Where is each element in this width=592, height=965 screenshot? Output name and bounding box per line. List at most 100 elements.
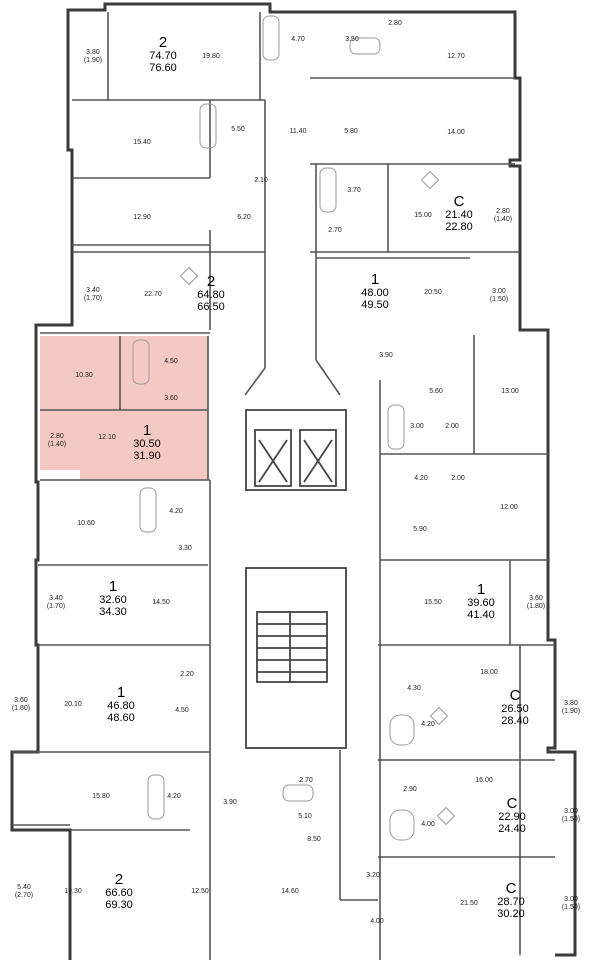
room-count: 2 <box>114 871 124 888</box>
balcony-total: 3.80 <box>86 48 100 56</box>
room-area: 3.00 <box>410 422 424 430</box>
room-area: 14.60 <box>281 887 299 895</box>
total-area: 39.60 <box>467 597 495 609</box>
room-area: 3.20 <box>366 871 380 879</box>
total-area: 64.80 <box>197 289 225 301</box>
room-area: 3.90 <box>379 351 393 359</box>
total-area: 30.50 <box>133 438 161 450</box>
room-area: 5.80 <box>344 127 358 135</box>
room-count: C <box>453 193 465 210</box>
room-area: 3.60 <box>164 394 178 402</box>
room-area: 4.50 <box>164 357 178 365</box>
total-area-with-balcony: 69.30 <box>105 899 133 911</box>
total-area-with-balcony: 48.60 <box>107 712 135 724</box>
room-area: 20.10 <box>64 700 82 708</box>
balcony-total: 3.40 <box>86 286 100 294</box>
balcony-reduced: (1.90) <box>561 708 581 715</box>
room-area: 2.10 <box>254 176 268 184</box>
inner-walls <box>12 12 555 960</box>
balcony-total: 3.40 <box>49 594 63 602</box>
room-area: 2.00 <box>451 474 465 482</box>
apartment-unit: C 22.90 24.40 <box>498 795 526 835</box>
room-area: 13.00 <box>501 387 519 395</box>
apartment-unit: C 28.70 30.20 <box>497 880 525 920</box>
highlighted-apartment-fill <box>40 336 208 480</box>
room-area: 12.10 <box>98 433 116 441</box>
balcony-total: 3.00 <box>492 287 506 295</box>
room-count: 1 <box>476 581 486 598</box>
balcony-reduced: (1.50) <box>489 296 509 303</box>
room-area: 20.50 <box>424 288 442 296</box>
room-area: 11.40 <box>289 127 307 135</box>
total-area-with-balcony: 31.90 <box>133 450 161 462</box>
room-area: 12.70 <box>447 52 465 60</box>
room-area: 4.20 <box>414 474 428 482</box>
balcony-area: 3.60 (1.80) <box>12 697 30 713</box>
room-area: 14.00 <box>447 128 465 136</box>
balcony-area: 3.60 (1.80) <box>527 595 545 611</box>
room-area: 16.00 <box>475 776 493 784</box>
apartment-unit: 1 46.80 48.60 <box>107 684 135 724</box>
balcony-total: 3.60 <box>14 696 28 704</box>
balcony-area: 3.00 (1.50) <box>562 808 580 824</box>
room-area: 8.50 <box>307 835 321 843</box>
balcony-total: 3.00 <box>564 807 578 815</box>
apartment-unit: 2 64.80 66.50 <box>197 273 225 313</box>
total-area: 21.40 <box>445 209 473 221</box>
total-area-with-balcony: 24.40 <box>498 823 526 835</box>
total-area: 32.60 <box>99 594 127 606</box>
apartment-unit: 1 39.60 41.40 <box>467 581 495 621</box>
room-count: 1 <box>370 271 380 288</box>
total-area: 26.50 <box>501 703 529 715</box>
room-area: 12.90 <box>133 213 151 221</box>
total-area-with-balcony: 28.40 <box>501 715 529 727</box>
room-area: 6.20 <box>237 213 251 221</box>
balcony-total: 2.80 <box>50 432 64 440</box>
balcony-area: 3.80 (1.90) <box>84 49 102 65</box>
room-area: 2.70 <box>328 226 342 234</box>
room-count: C <box>506 795 518 812</box>
balcony-area: 2.80 (1.40) <box>494 208 512 224</box>
apartment-unit: 2 66.60 69.30 <box>105 871 133 911</box>
balcony-area: 5.40 (2.70) <box>15 884 33 900</box>
total-area-with-balcony: 49.50 <box>361 299 389 311</box>
room-area: 4.20 <box>167 792 181 800</box>
balcony-area: 3.80 (1.90) <box>562 700 580 716</box>
balcony-reduced: (1.80) <box>11 705 31 712</box>
room-count: C <box>505 880 517 897</box>
total-area-with-balcony: 30.20 <box>497 908 525 920</box>
bathroom-fixtures <box>132 15 456 841</box>
room-area: 5.60 <box>429 387 443 395</box>
room-area: 4.00 <box>370 917 384 925</box>
room-area: 3.90 <box>223 798 237 806</box>
total-area: 66.60 <box>105 887 133 899</box>
room-area: 5.90 <box>413 525 427 533</box>
room-area: 3.30 <box>178 544 192 552</box>
room-area: 5.50 <box>231 125 245 133</box>
balcony-total: 3.60 <box>529 594 543 602</box>
room-area: 4.70 <box>291 35 305 43</box>
balcony-total: 5.40 <box>17 883 31 891</box>
room-area: 3.50 <box>345 35 359 43</box>
room-area: 3.70 <box>347 186 361 194</box>
total-area-with-balcony: 34.30 <box>99 606 127 618</box>
room-count: 1 <box>116 684 126 701</box>
room-area: 14.50 <box>152 598 170 606</box>
total-area-with-balcony: 22.80 <box>445 221 473 233</box>
room-count: 2 <box>206 273 216 290</box>
room-area: 21.50 <box>460 899 478 907</box>
balcony-area: 2.80 (1.40) <box>48 433 66 449</box>
room-area: 2.00 <box>445 422 459 430</box>
total-area: 28.70 <box>497 896 525 908</box>
room-area: 15.80 <box>92 792 110 800</box>
balcony-reduced: (1.90) <box>83 57 103 64</box>
balcony-reduced: (1.40) <box>493 216 513 223</box>
balcony-reduced: (1.70) <box>83 295 103 302</box>
apartment-unit-highlighted[interactable]: 1 30.50 31.90 <box>133 423 161 462</box>
balcony-reduced: (1.50) <box>561 904 581 911</box>
room-area: 22.70 <box>144 290 162 298</box>
room-area: 4.50 <box>175 706 189 714</box>
balcony-reduced: (1.80) <box>526 603 546 610</box>
total-area: 46.80 <box>107 700 135 712</box>
